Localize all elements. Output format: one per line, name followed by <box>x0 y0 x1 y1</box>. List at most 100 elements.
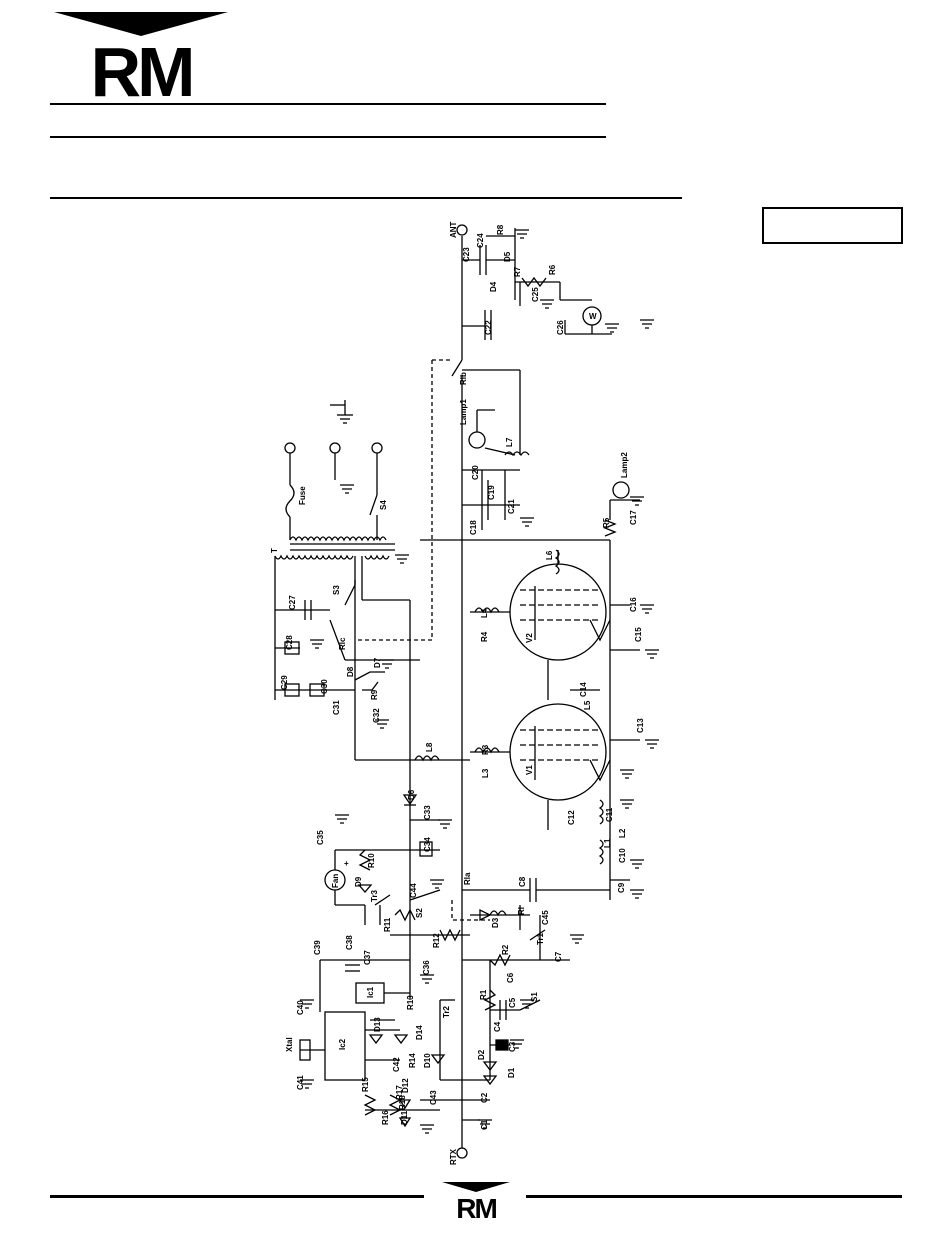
fan-letter: Fan <box>331 874 340 888</box>
r9-label: R9 <box>370 689 379 700</box>
v2-label: V2 <box>525 633 534 643</box>
c40-label: C40 <box>296 1000 305 1015</box>
r4-label: R4 <box>480 631 489 642</box>
tr1-label: Tr1 <box>536 932 545 945</box>
header-rule-3 <box>50 197 682 199</box>
rm-logo: RM <box>52 10 232 111</box>
footer-rule-right <box>526 1195 902 1198</box>
lamp1-label: Lamp1 <box>459 399 468 425</box>
rla-label: Rla <box>463 872 472 885</box>
d13-label: D13 <box>373 1017 382 1032</box>
c30-label: C30 <box>320 679 329 694</box>
d6-label: D6 <box>407 789 416 800</box>
transformer-label: T <box>270 548 279 553</box>
r7-label: R7 <box>513 266 522 277</box>
r17-label: R17 <box>395 1085 404 1100</box>
c10-label: C10 <box>618 848 627 863</box>
c12-label: C12 <box>567 810 576 825</box>
c9-label: C9 <box>617 882 626 893</box>
ic2-label: Ic2 <box>338 1038 347 1050</box>
d8-label: D8 <box>346 666 355 677</box>
rlb-label: Rlb <box>459 372 468 385</box>
r13-label: R13 <box>406 995 415 1010</box>
s1-label: S1 <box>530 992 539 1002</box>
c43-label: C43 <box>429 1090 438 1105</box>
rtx-label: RTX <box>449 1148 458 1165</box>
d11-label: D11 <box>400 1110 409 1125</box>
c1-label: C1 <box>480 1119 489 1130</box>
c5-label: C5 <box>508 997 517 1008</box>
r1-label: R1 <box>479 989 488 1000</box>
d2-label: D2 <box>477 1049 486 1060</box>
s3-label: S3 <box>332 585 341 595</box>
fuse-label: Fuse <box>298 486 307 505</box>
c34-label: C34 <box>423 837 432 852</box>
ant-label: ANT <box>449 221 458 238</box>
r8-label: R8 <box>496 224 505 235</box>
c44-label: C44 <box>409 883 418 898</box>
c4-label: C4 <box>493 1021 502 1032</box>
c21-label: C21 <box>507 499 516 514</box>
lamp2-label: Lamp2 <box>620 452 629 478</box>
l8-label: L8 <box>425 742 434 752</box>
l2-label: L2 <box>618 828 627 838</box>
c13-label: C13 <box>636 718 645 733</box>
c36-label: C36 <box>422 960 431 975</box>
l5-label: L5 <box>583 700 592 710</box>
c27-label: C27 <box>288 595 297 610</box>
reference-box <box>762 207 903 244</box>
c38-label: C38 <box>345 935 354 950</box>
d5-label: D5 <box>503 251 512 262</box>
footer-rule-left <box>50 1195 424 1198</box>
d1-label: D1 <box>507 1067 516 1078</box>
c7-label: C7 <box>554 951 563 962</box>
tr3-label: Tr3 <box>370 889 379 902</box>
c35-label: C35 <box>316 830 325 845</box>
r15-label: R15 <box>361 1077 370 1092</box>
tr2-label: Tr2 <box>442 1005 451 1018</box>
c2-label: C2 <box>480 1092 489 1103</box>
l6-label: L6 <box>545 550 554 560</box>
c41-label: C41 <box>296 1075 305 1090</box>
r18-label: R18 <box>398 1095 407 1110</box>
c19-label: C19 <box>487 485 496 500</box>
l4-label: L4 <box>480 608 489 618</box>
d9-label: D9 <box>354 876 363 887</box>
r16-label: R16 <box>381 1110 390 1125</box>
r10-label: R10 <box>367 853 376 868</box>
c33-label: C33 <box>423 805 432 820</box>
c16-label: C16 <box>629 597 638 612</box>
c26-label: C26 <box>556 320 565 335</box>
c37-label: C37 <box>363 950 372 965</box>
d3-label: D3 <box>491 917 500 928</box>
xtal-label: Xtal <box>285 1037 294 1052</box>
header-rule-2 <box>50 136 606 138</box>
c25-label: C25 <box>531 287 540 302</box>
c11-label: C11 <box>605 807 614 822</box>
c39-label: C39 <box>313 940 322 955</box>
c6-label: C6 <box>506 972 515 983</box>
header-rule-1 <box>50 103 606 105</box>
c32-label: C32 <box>372 708 381 723</box>
d14-label: D14 <box>415 1025 424 1040</box>
r12-label: R12 <box>432 933 441 948</box>
c42-label: C42 <box>392 1057 401 1072</box>
meter-label: W <box>589 312 597 321</box>
v1-label: V1 <box>525 765 534 775</box>
plus-sign: + <box>344 859 349 868</box>
rm-logo-graphic: RM <box>54 12 228 111</box>
c20-label: C20 <box>471 465 480 480</box>
c15-label: C15 <box>634 627 643 642</box>
s4-label: S4 <box>379 500 388 510</box>
l1-label: L1 <box>603 838 612 848</box>
d4-label: D4 <box>489 281 498 292</box>
c17-label: C17 <box>629 510 638 525</box>
c29-label: C29 <box>280 675 289 690</box>
r3-label: R3 <box>481 744 490 755</box>
l3-label: L3 <box>481 768 490 778</box>
r2-label: R2 <box>501 944 510 955</box>
s2-label: S2 <box>415 908 424 918</box>
c8-label: C8 <box>518 876 527 887</box>
r14-label: R14 <box>408 1053 417 1068</box>
